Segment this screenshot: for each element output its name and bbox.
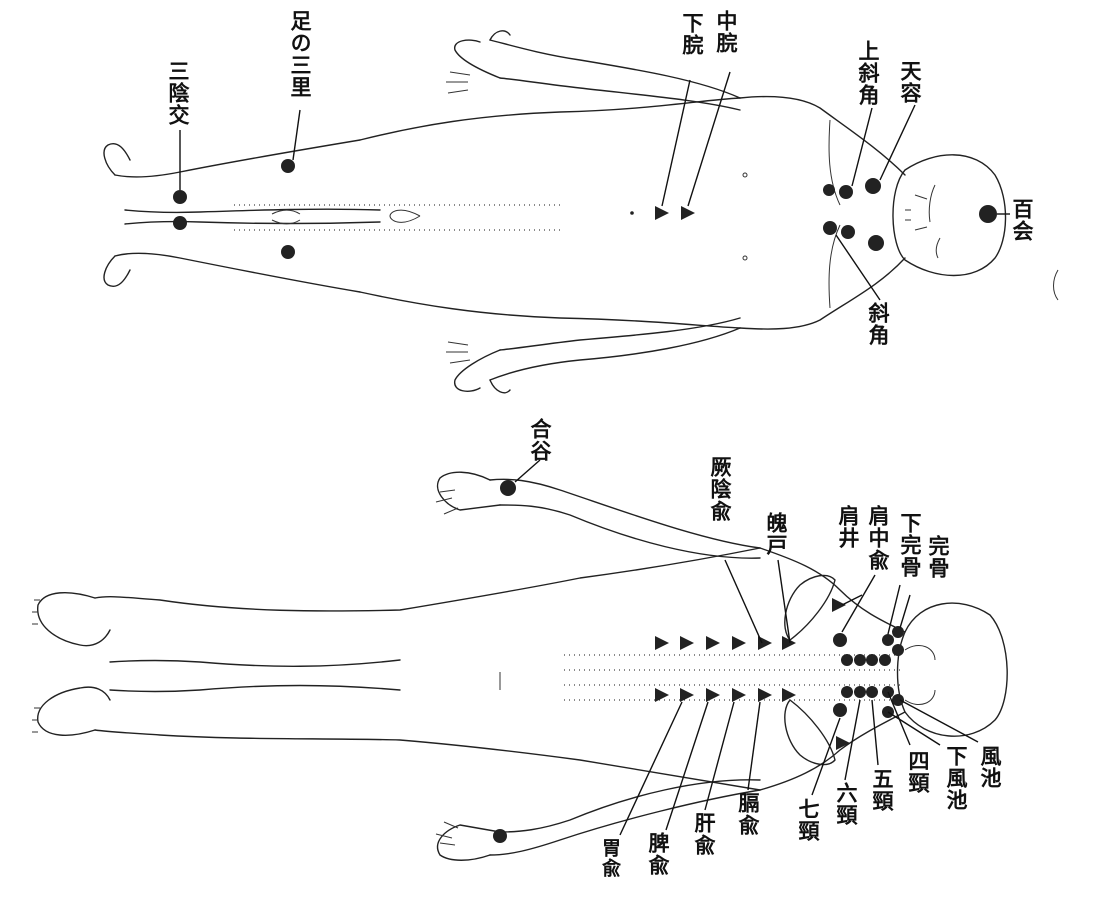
label-fuchi: 風池 [980,745,1001,789]
label-joshakaku: 上斜角 [858,40,879,106]
sanninkou-point [173,190,187,204]
joshakaku-point-r [841,225,855,239]
ashi-sanri-point-r [281,245,295,259]
label-tenyou: 天容 [900,60,921,104]
joshakaku-point [839,185,853,199]
goukoku-point [500,480,516,496]
label-nanakei: 七頸 [798,798,819,842]
label-goukoku: 合谷 [530,418,551,462]
sanninkou-point-r [173,216,187,230]
label-kanyu: 肝兪 [694,812,715,856]
ashi-sanri-point [281,159,295,173]
label-kakuyu: 膈兪 [738,792,759,836]
label-sanninkou: 三陰交 [168,60,189,126]
label-kankotsu: 完骨 [928,535,949,579]
label-hakko: 魄戸 [766,512,787,556]
label-kakankotsu: 下完骨 [900,512,921,578]
label-chukan: 中脘 [716,10,737,54]
tenyou-point-r [868,235,884,251]
label-gokei: 五頸 [872,768,893,812]
label-gekan: 下脘 [682,12,703,56]
label-hyakue: 百会 [1012,198,1033,242]
label-ketsuinyu: 厥陰兪 [710,456,731,522]
label-kensei: 肩井 [838,505,859,549]
label-kenchuyu: 肩中兪 [868,505,889,571]
gekan-marker [655,206,669,220]
front-leader-lines [180,72,1010,300]
label-shakaku: 斜角 [868,302,889,346]
kensei-marker [832,598,846,612]
label-hiyu: 脾兪 [648,832,669,876]
goukoku-point-r [493,829,507,843]
label-iyu: 胃兪 [600,838,619,878]
tenyou-point [865,178,881,194]
neck-point [823,184,835,196]
hyakue-point [979,205,997,223]
label-yonkei: 四頸 [908,750,929,794]
label-kafuchi: 下風池 [946,745,967,811]
shakaku-point [823,221,837,235]
chukan-marker [681,206,695,220]
label-ashi-sanri: 足の三里 [290,10,311,98]
label-rokkei: 六頸 [836,782,857,826]
